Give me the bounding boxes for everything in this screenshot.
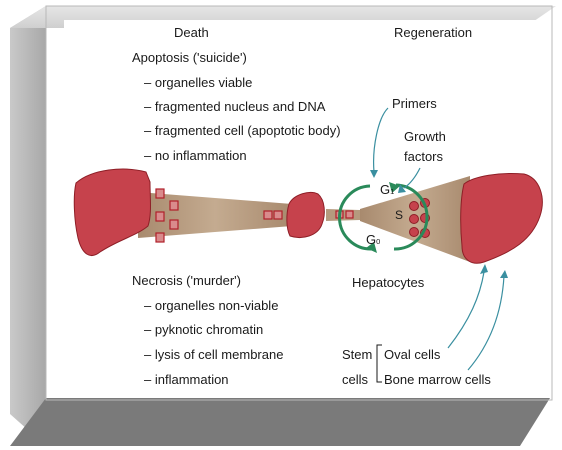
necrosis-item: – inflammation <box>144 373 229 386</box>
dividing-cell <box>410 202 419 211</box>
cell-square <box>156 233 164 242</box>
s-phase-label: S <box>395 209 403 221</box>
regeneration-heading: Regeneration <box>394 26 472 39</box>
apoptosis-title: Apoptosis ('suicide') <box>132 51 247 64</box>
g0-label: G0 <box>366 233 380 246</box>
g1-label: G1 <box>380 183 394 196</box>
growth-factors-label-2: factors <box>404 150 443 163</box>
necrosis-item: – pyknotic chromatin <box>144 323 263 336</box>
cell-square <box>264 211 272 219</box>
cell-square <box>170 201 178 210</box>
apoptosis-item: – fragmented cell (apoptotic body) <box>144 124 341 137</box>
cell-square <box>156 212 164 221</box>
growth-factors-label-1: Growth <box>404 130 446 143</box>
necrosis-title: Necrosis ('murder') <box>132 274 241 287</box>
necrosis-item: – organelles non-viable <box>144 299 278 312</box>
apoptosis-item: – organelles viable <box>144 76 252 89</box>
stem-label-2: cells <box>342 373 368 386</box>
apoptosis-item: – no inflammation <box>144 149 247 162</box>
dividing-cell <box>410 228 419 237</box>
frame-left-bevel <box>10 6 46 446</box>
dividing-cell <box>410 215 419 224</box>
death-heading: Death <box>174 26 209 39</box>
frame-bottom-bevel <box>10 398 550 446</box>
stem-label-1: Stem <box>342 348 372 361</box>
primers-label: Primers <box>392 97 437 110</box>
bone-marrow-cells-label: Bone marrow cells <box>384 373 491 386</box>
necrosis-item: – lysis of cell membrane <box>144 348 283 361</box>
cell-square <box>274 211 282 219</box>
cell-square <box>170 220 178 229</box>
oval-cells-label: Oval cells <box>384 348 440 361</box>
cell-square <box>346 211 353 218</box>
cell-square <box>156 189 164 198</box>
hepatocytes-label: Hepatocytes <box>352 276 424 289</box>
apoptosis-item: – fragmented nucleus and DNA <box>144 100 325 113</box>
